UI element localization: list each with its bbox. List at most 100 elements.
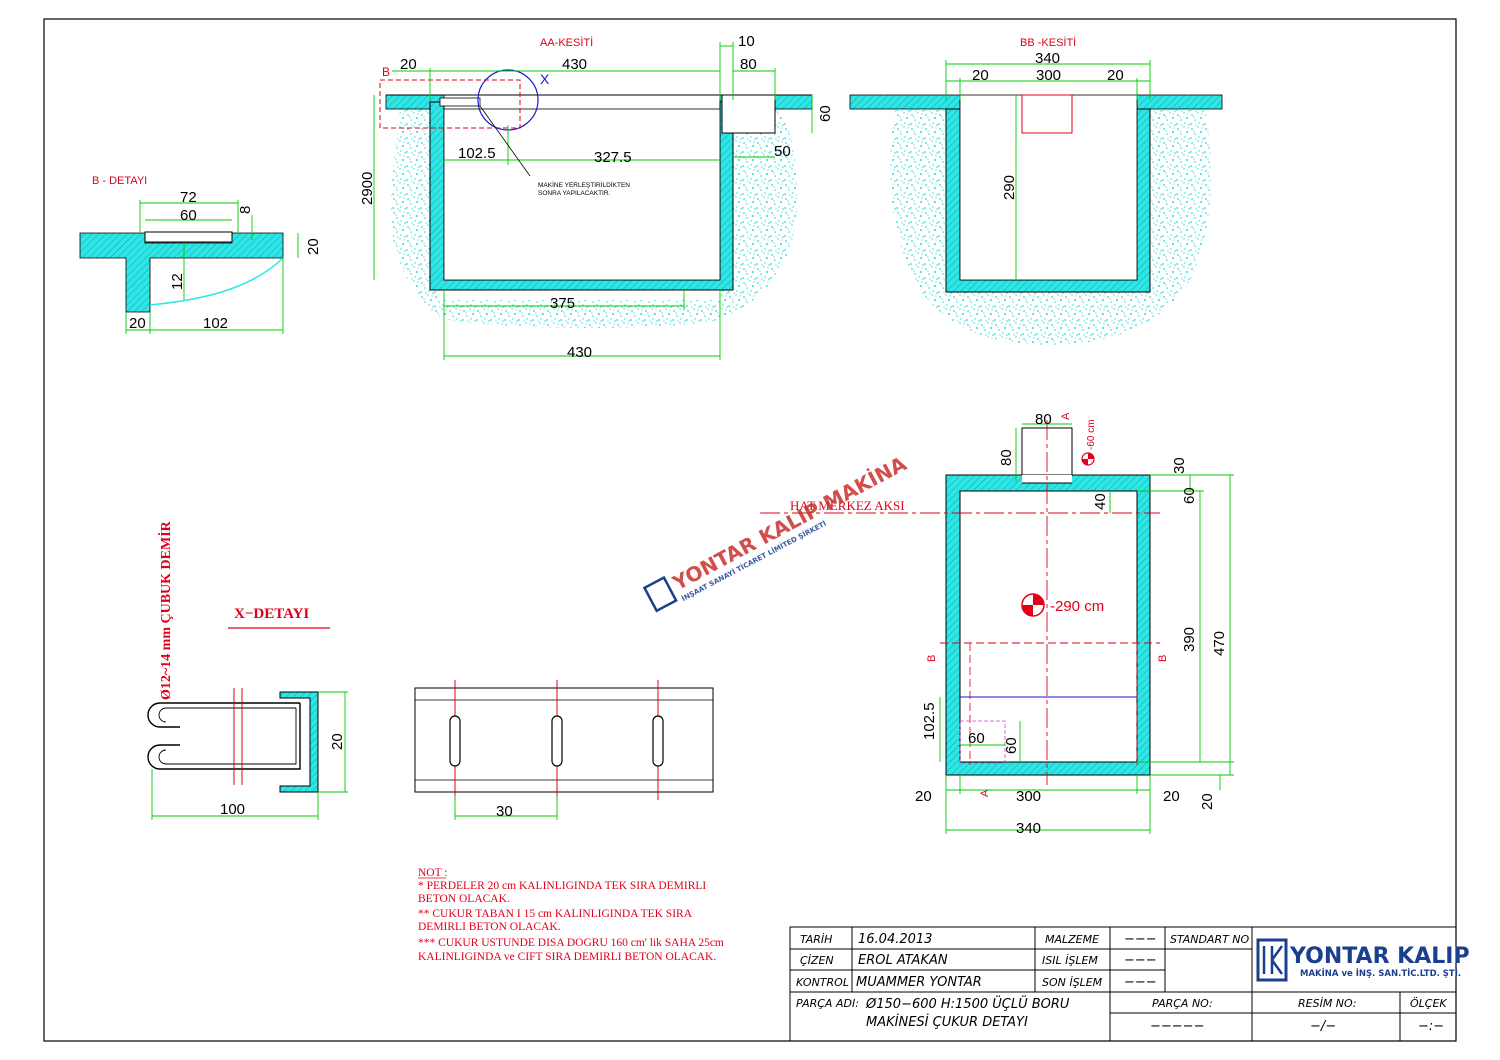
b-detail-slab xyxy=(79,232,284,313)
malzeme-value: −−− xyxy=(1124,932,1157,947)
x-channel xyxy=(279,691,319,793)
plan-dim-80-top: 80 xyxy=(1035,411,1052,428)
tarih-value: 16.04.2013 xyxy=(858,932,932,947)
logo-sub: MAKİNA ve İNŞ. SAN.TİC.LTD. ŞTİ. xyxy=(1300,968,1461,979)
son-value: −−− xyxy=(1124,975,1157,990)
aa-b-marker-box xyxy=(379,79,521,129)
plan-dim-20-right: 20 xyxy=(1163,788,1180,805)
cizen-value: EROL ATAKAN xyxy=(858,953,948,968)
isil-value: −−− xyxy=(1124,953,1157,968)
aa-note-line2: SONRA YAPILACAKTIR. xyxy=(538,190,611,197)
plan-mark-60: -60 cm xyxy=(1086,419,1097,450)
aa-dim-20: 20 xyxy=(400,56,417,73)
plan-axis-label: HAT MERKEZ AKSI xyxy=(790,498,905,513)
plan-a-bottom: A xyxy=(979,789,991,797)
plan-dim-60a: 60 xyxy=(968,730,985,747)
parca-adi-line2: MAKİNESİ ÇUKUR DETAYI xyxy=(866,1014,1028,1030)
plan-dim-340: 340 xyxy=(1016,820,1041,837)
b-dim-102: 102 xyxy=(203,315,228,332)
rebar-label: Ø12~14 mm ÇUBUK DEMİR xyxy=(157,520,174,700)
watermark-main: YONTAR KALIP MAKİNA xyxy=(668,451,911,595)
elevation-marker-290 xyxy=(1021,593,1045,617)
b-dim-20-right: 20 xyxy=(305,238,322,255)
plan-dim-80-side: 80 xyxy=(998,449,1015,466)
company-logo: YONTAR KALIP MAKİNA ve İNŞ. SAN.TİC.LTD.… xyxy=(1256,938,1470,982)
b-dim-60: 60 xyxy=(180,207,197,224)
plan-dim-60-right: 60 xyxy=(1181,487,1198,504)
notes-line6: KALINLIGINDA ve CIFT SIRA DEMIRLI BETON … xyxy=(418,951,716,963)
rebar-loop xyxy=(147,702,301,770)
kontrol-value: MUAMMER YONTAR xyxy=(856,975,982,990)
plan-dim-40: 40 xyxy=(1092,493,1109,510)
aa-b-marker: B xyxy=(382,65,390,79)
aa-x-marker: X xyxy=(540,71,550,87)
x-dim-100: 100 xyxy=(220,801,245,818)
aa-note-line1: MAKİNE YERLEŞTİRİLDİKTEN xyxy=(538,180,630,189)
plan-dim-30: 30 xyxy=(1171,457,1188,474)
isil-label: ISIL İŞLEM xyxy=(1042,954,1098,967)
aa-dim-80: 80 xyxy=(740,56,757,73)
plan-dim-60b: 60 xyxy=(1003,737,1020,754)
aa-dim-375: 375 xyxy=(550,295,575,312)
resim-no-value: −/− xyxy=(1310,1019,1336,1034)
aa-dim-430-bottom: 430 xyxy=(567,344,592,361)
bb-slab-left xyxy=(849,94,961,110)
notes-line2: BETON OLACAK. xyxy=(418,893,510,905)
x-detail: X−DETAYI Ø12~14 mm ÇUBUK DEMİR 100 20 xyxy=(147,520,714,820)
aa-dim-2900: 2900 xyxy=(359,172,376,205)
aa-machine-block xyxy=(721,94,776,134)
b-dim-20-bottom: 20 xyxy=(129,315,146,332)
elevation-marker-60 xyxy=(1081,452,1095,466)
b-detail-title: B - DETAYI xyxy=(92,175,147,187)
olcek-label: ÖLÇEK xyxy=(1410,997,1447,1010)
plan-dim-20-vert: 20 xyxy=(1199,793,1216,810)
x-detail-title: X−DETAYI xyxy=(234,606,309,622)
aa-dim-60: 60 xyxy=(817,105,834,122)
plan-dim-300: 300 xyxy=(1016,788,1041,805)
aa-recess xyxy=(439,97,481,107)
bb-machine-cut xyxy=(1021,94,1073,134)
parca-adi-line1: Ø150−600 H:1500 ÜÇLÜ BORU xyxy=(865,995,1070,1012)
aa-dim-430-top: 430 xyxy=(562,56,587,73)
parca-adi-label: PARÇA ADI: xyxy=(796,997,859,1010)
aa-section-title: AA-KESİTİ xyxy=(540,36,593,49)
x-dim-20: 20 xyxy=(329,733,346,750)
plan-dim-390: 390 xyxy=(1181,627,1198,652)
aa-dim-10: 10 xyxy=(738,33,755,50)
plan-view: -60 cm -290 cm HAT MERKEZ AKSI B B A A xyxy=(760,411,1234,837)
parca-no-value: −−−−− xyxy=(1150,1019,1204,1034)
plan-dim-102-5: 102.5 xyxy=(921,702,938,740)
bb-dim-20a: 20 xyxy=(972,67,989,84)
son-label: SON İŞLEM xyxy=(1042,976,1103,989)
title-block xyxy=(789,926,1457,1042)
notes-line3: ** CUKUR TABAN I 15 cm KALINLIGINDA TEK … xyxy=(418,908,693,920)
bb-dim-290: 290 xyxy=(1001,175,1018,200)
bb-section-title: BB -KESİTİ xyxy=(1020,36,1076,49)
bb-dim-340: 340 xyxy=(1035,50,1060,67)
aa-dim-327-5: 327.5 xyxy=(594,149,632,166)
notes-heading: NOT : xyxy=(418,867,448,879)
plan-b-right: B xyxy=(1157,655,1169,662)
parca-no-label: PARÇA NO: xyxy=(1152,997,1213,1010)
plan-a-top: A xyxy=(1060,412,1072,420)
malzeme-label: MALZEME xyxy=(1045,933,1099,946)
b-dim-8: 8 xyxy=(237,206,254,214)
b-dim-72: 72 xyxy=(180,189,197,206)
bb-dim-20b: 20 xyxy=(1107,67,1124,84)
aa-dim-102-5: 102.5 xyxy=(458,145,496,162)
tarih-label: TARİH xyxy=(800,933,832,946)
bb-dim-300: 300 xyxy=(1036,67,1061,84)
kontrol-label: KONTROL xyxy=(796,976,849,989)
notes: NOT : * PERDELER 20 cm KALINLIGINDA TEK … xyxy=(418,867,724,963)
notes-line4: DEMIRLI BETON OLACAK. xyxy=(418,921,561,933)
resim-no-label: RESİM NO: xyxy=(1298,997,1357,1010)
bb-section: BB -KESİTİ 340 20 300 20 290 xyxy=(849,36,1223,345)
bb-soil xyxy=(890,110,1212,345)
b-detail: B - DETAYI 72 60 8 20 12 20 102 xyxy=(79,175,322,334)
x-dim-30: 30 xyxy=(496,803,513,820)
notes-line1: * PERDELER 20 cm KALINLIGINDA TEK SIRA D… xyxy=(418,880,706,892)
plan-b-left: B xyxy=(926,655,938,662)
aa-section: AA-KESİTİ B X xyxy=(359,33,834,361)
logo-main: YONTAR KALIP xyxy=(1289,944,1470,969)
